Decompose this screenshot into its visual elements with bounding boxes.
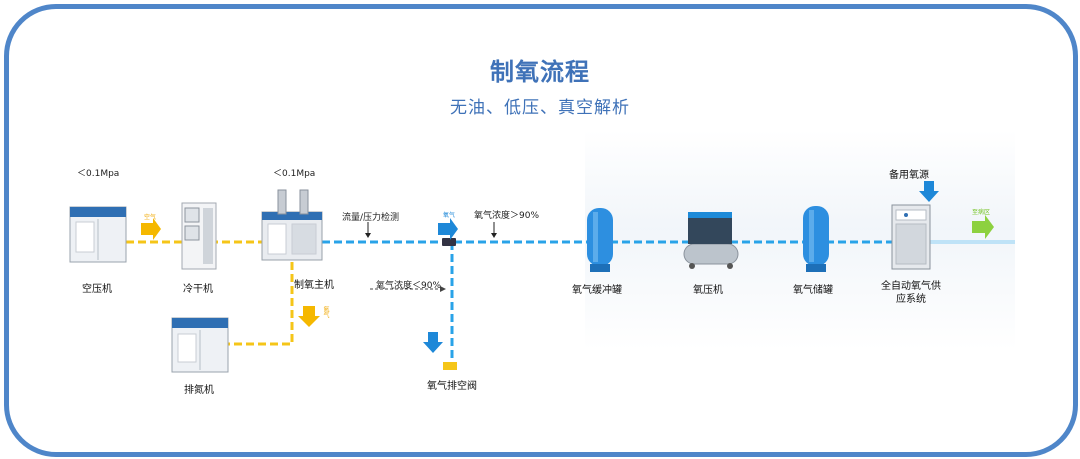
pipe-nitrogen-line bbox=[228, 262, 294, 346]
pressure-label-generator: ＜0.1Mpa bbox=[273, 169, 316, 179]
buffer-tank-image bbox=[587, 208, 613, 272]
diagram-subtitle: 无油、低压、真空解析 bbox=[450, 98, 630, 118]
oxygen-compressor-image bbox=[683, 212, 739, 269]
supply-arrow-tag: 至病区 bbox=[972, 209, 991, 216]
nitrogen-exhaust-label: 排氮机 bbox=[184, 385, 214, 396]
backup-arrow-icon bbox=[919, 181, 939, 202]
oxygen-arrow-tag: 氧气 bbox=[443, 212, 456, 219]
vent-valve-label: 氧气排空阀 bbox=[427, 381, 477, 392]
oxygen-generator-label: 制氧主机 bbox=[294, 280, 334, 291]
air-arrow-tag: 空气 bbox=[144, 214, 157, 221]
oxygen-compressor-label: 氧压机 bbox=[693, 285, 723, 296]
flow-check-pointer-head bbox=[365, 233, 371, 238]
nitrogen-arrow-tag: 氮气 bbox=[322, 306, 329, 318]
low-concentration-arrowhead bbox=[440, 286, 446, 292]
supply-arrow-icon bbox=[972, 215, 994, 239]
supply-system-label: 全自动氧气供应系统 bbox=[881, 281, 941, 305]
air-arrow-icon bbox=[141, 218, 161, 240]
oxygen-generator-image bbox=[261, 189, 323, 261]
air-compressor-label: 空压机 bbox=[82, 284, 112, 295]
sensor-block bbox=[442, 238, 456, 246]
flow-check-label: 流量/压力检测 bbox=[342, 213, 400, 223]
dryer-label: 冷干机 bbox=[183, 284, 213, 295]
concentration-low-label: 氧气浓度＜90% bbox=[376, 281, 442, 291]
diagram-title: 制氧流程 bbox=[490, 58, 590, 86]
concentration-high-label: 氧气浓度＞90% bbox=[474, 211, 540, 221]
supply-system-image bbox=[891, 204, 931, 270]
oxygen-arrow-icon bbox=[438, 218, 458, 240]
backup-source-label: 备用氧源 bbox=[889, 170, 929, 181]
air-compressor-image bbox=[69, 206, 127, 263]
nitrogen-exhaust-image bbox=[171, 317, 229, 373]
pressure-label-air: ＜0.1Mpa bbox=[77, 169, 120, 179]
concentration-pointer-head bbox=[491, 233, 497, 238]
vent-valve-icon bbox=[443, 362, 457, 370]
storage-tank-image bbox=[803, 206, 829, 272]
vent-arrow-icon bbox=[423, 332, 443, 353]
buffer-tank-label: 氧气缓冲罐 bbox=[572, 285, 622, 296]
storage-tank-label: 氧气储罐 bbox=[793, 285, 833, 296]
nitrogen-arrow-icon bbox=[298, 306, 320, 327]
dryer-image bbox=[181, 202, 217, 270]
